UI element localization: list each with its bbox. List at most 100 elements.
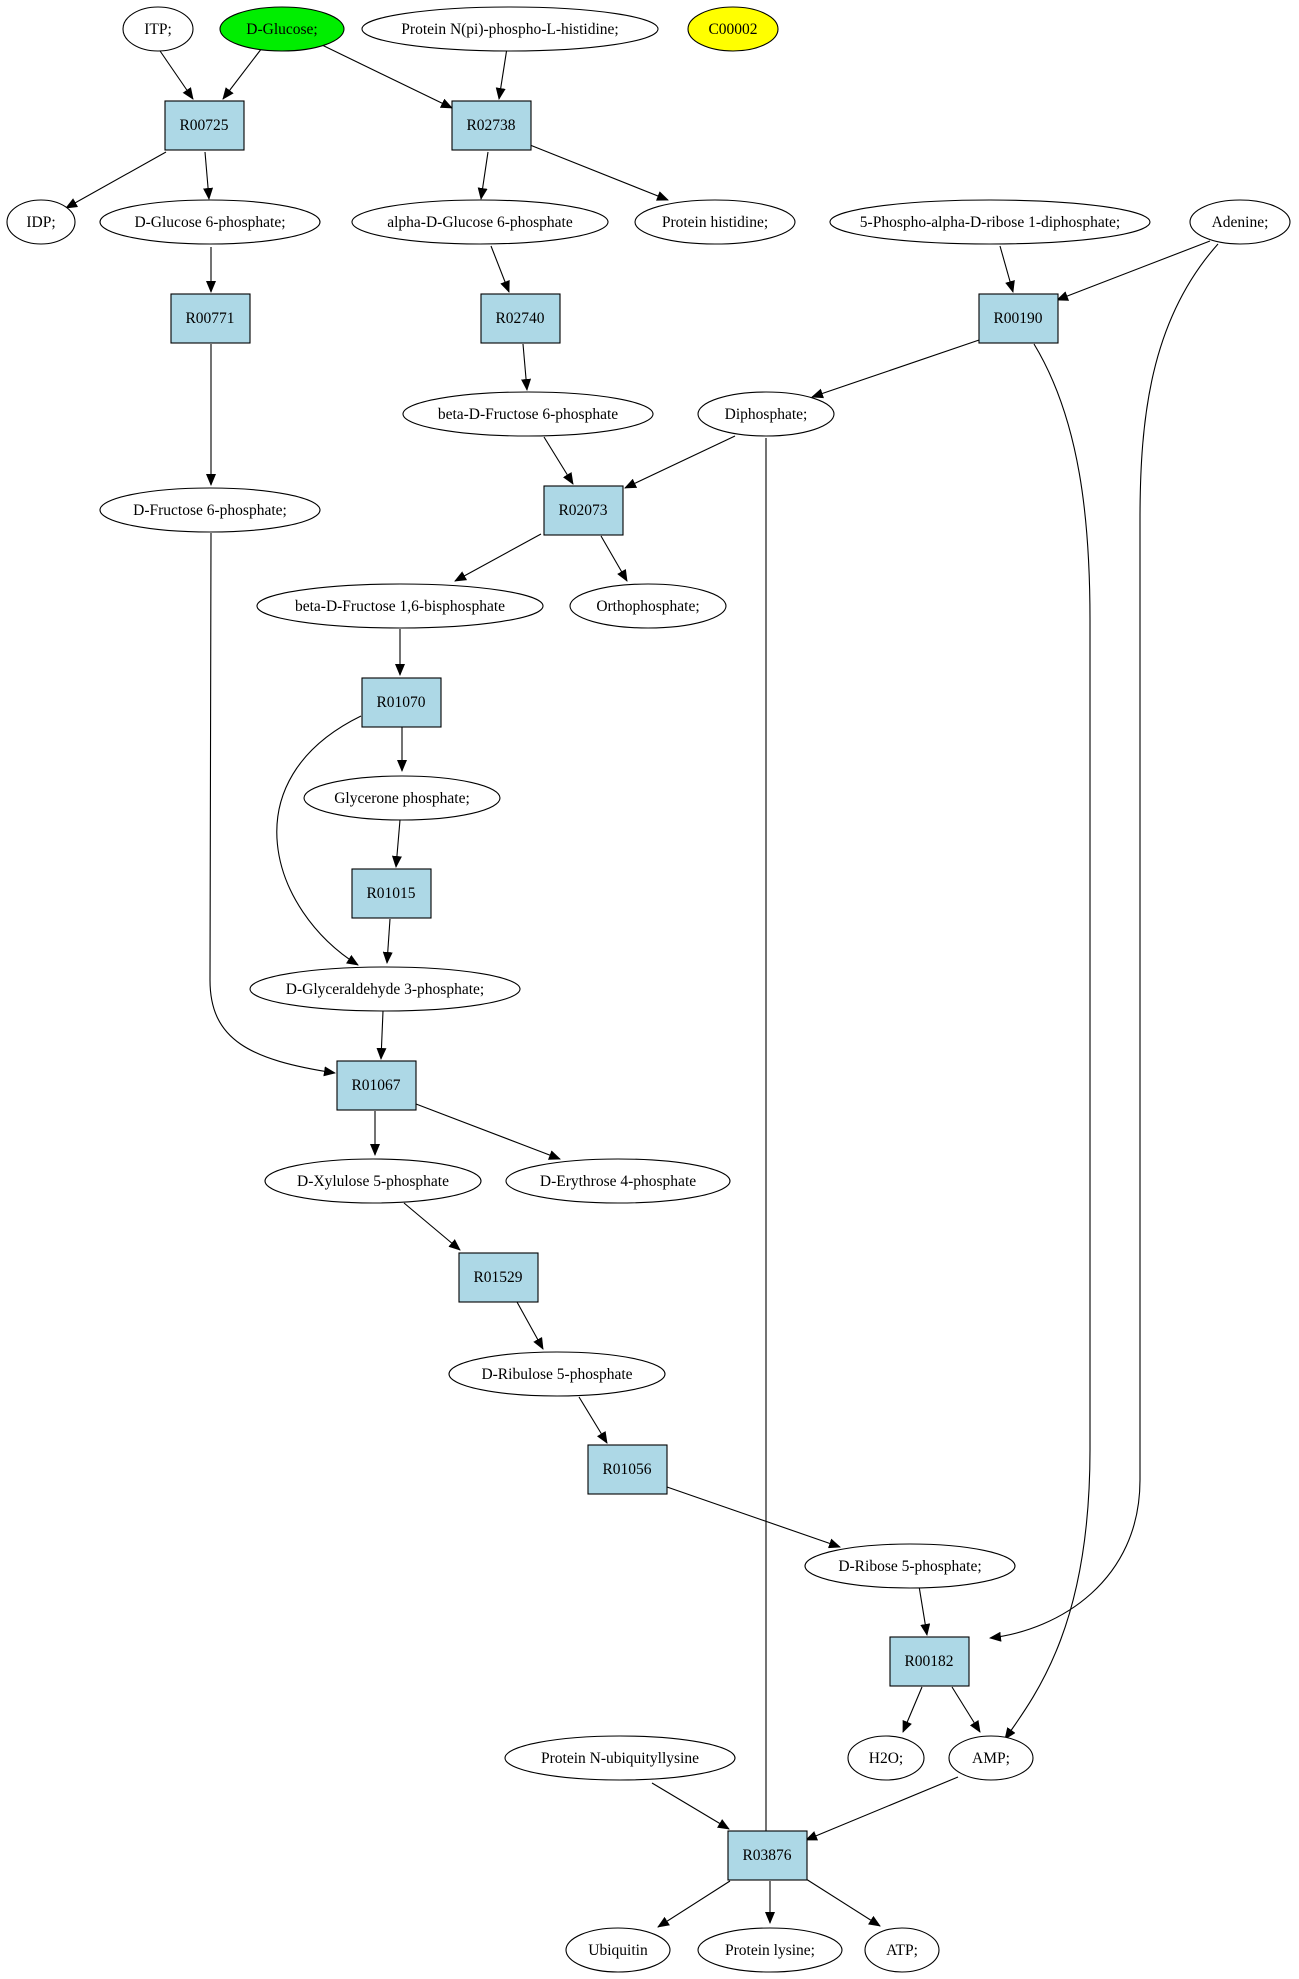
reaction-r01056[interactable]: R01056 xyxy=(587,1444,668,1495)
edge-r00725-idp xyxy=(65,151,167,209)
compound-d-xylulose-5p[interactable]: D-Xylulose 5-phosphate xyxy=(264,1158,482,1204)
compound-protein-nphos[interactable]: Protein N(pi)-phospho-L-histidine; xyxy=(361,6,659,52)
edge-protein-n-ubiq-r03876 xyxy=(651,1782,730,1830)
reaction-r00771[interactable]: R00771 xyxy=(170,293,251,344)
reaction-nodes: R00725 R02738 R00771 R02740 R00190 R0207… xyxy=(164,100,1059,1881)
compound-ubiquitin[interactable]: Ubiquitin xyxy=(565,1927,671,1973)
edge-r00182-h2o xyxy=(902,1686,923,1733)
edge-r02073-orthophosphate xyxy=(600,535,628,582)
compound-protein-histidine[interactable]: Protein histidine; xyxy=(634,199,796,245)
compound-diphosphate[interactable]: Diphosphate; xyxy=(697,391,835,437)
edge-r01529-d-ribulose-5p xyxy=(516,1301,544,1350)
compound-label: D-Glucose; xyxy=(246,21,317,38)
compound-label: Protein lysine; xyxy=(725,1942,815,1959)
edge-r02740-beta-fructose-6p xyxy=(521,343,532,391)
reaction-label: R01067 xyxy=(351,1077,400,1094)
reaction-r00725[interactable]: R00725 xyxy=(164,100,245,151)
edge-r02738-protein-histidine xyxy=(529,144,669,201)
compound-label: IDP; xyxy=(26,214,55,231)
compound-ellipse xyxy=(219,6,345,52)
compound-adenine[interactable]: Adenine; xyxy=(1189,199,1291,245)
reaction-r00190[interactable]: R00190 xyxy=(978,293,1059,344)
compound-beta-d-fructose-16bp[interactable]: beta-D-Fructose 1,6-bisphosphate xyxy=(256,583,544,629)
edge-prpp-r00190 xyxy=(999,245,1015,293)
reaction-label: R01529 xyxy=(473,1269,522,1286)
edge-d-glucose-r02738 xyxy=(321,44,453,109)
edges xyxy=(65,44,1219,1928)
edge-d-xylulose-5p-r01529 xyxy=(403,1202,461,1251)
edge-r03876-ubiquitin xyxy=(657,1880,731,1928)
compound-idp[interactable]: IDP; xyxy=(6,199,76,245)
edge-r00182-amp xyxy=(951,1686,981,1733)
edge-r01056-d-ribose-5p xyxy=(666,1486,841,1549)
reaction-label: R02738 xyxy=(466,117,515,134)
edge-r01067-d-erythrose-4p xyxy=(415,1103,561,1160)
compound-d-glyceraldehyde-3p[interactable]: D-Glyceraldehyde 3-phosphate; xyxy=(249,966,521,1012)
compound-protein-lysine[interactable]: Protein lysine; xyxy=(697,1927,843,1973)
compound-d-erythrose-4p[interactable]: D-Erythrose 4-phosphate xyxy=(505,1158,731,1204)
reaction-label: R00771 xyxy=(185,310,234,327)
compound-d-ribose-5p[interactable]: D-Ribose 5-phosphate; xyxy=(804,1543,1016,1589)
edge-d-ribose-5p-r00182 xyxy=(918,1585,931,1636)
compound-amp[interactable]: AMP; xyxy=(948,1735,1034,1781)
compound-label: D-Glucose 6-phosphate; xyxy=(134,214,285,231)
compound-label: Diphosphate; xyxy=(725,406,808,423)
edge-diphosphate-r02073 xyxy=(624,435,736,489)
compound-label: AMP; xyxy=(972,1750,1010,1767)
reaction-r00182[interactable]: R00182 xyxy=(889,1636,970,1687)
edge-alpha-glucose-6p-r02740 xyxy=(490,245,510,293)
compound-atp[interactable]: ATP; xyxy=(864,1927,940,1973)
compound-beta-d-fructose-6p[interactable]: beta-D-Fructose 6-phosphate xyxy=(402,391,654,437)
reaction-label: R03876 xyxy=(742,1847,791,1864)
reaction-r01067[interactable]: R01067 xyxy=(336,1060,417,1111)
compound-label: C00002 xyxy=(708,21,757,38)
compound-c00002[interactable]: C00002 xyxy=(687,6,779,52)
compound-prpp[interactable]: 5-Phospho-alpha-D-ribose 1-diphosphate; xyxy=(829,199,1151,245)
compound-label: Protein histidine; xyxy=(662,214,768,231)
compound-label: Protein N(pi)-phospho-L-histidine; xyxy=(401,21,618,38)
compound-itp[interactable]: ITP; xyxy=(122,6,194,52)
compound-label: D-Erythrose 4-phosphate xyxy=(540,1173,696,1190)
reaction-r01015[interactable]: R01015 xyxy=(351,868,432,919)
compound-label: D-Ribulose 5-phosphate xyxy=(481,1366,632,1383)
compound-label: Protein N-ubiquityllysine xyxy=(541,1750,699,1767)
compound-label: H2O; xyxy=(869,1750,903,1767)
compound-nodes: ITP; D-Glucose; Protein N(pi)-phospho-L-… xyxy=(6,6,1291,1973)
edge-r02738-alpha-glucose-6p xyxy=(477,151,489,200)
edge-adenine-r00182 xyxy=(989,243,1219,1642)
compound-d-glucose-6p[interactable]: D-Glucose 6-phosphate; xyxy=(99,199,321,245)
edge-d-ribulose-5p-r01056 xyxy=(578,1396,608,1444)
edge-r02073-beta-fructose-16bp xyxy=(454,533,542,582)
reaction-r01529[interactable]: R01529 xyxy=(458,1252,539,1303)
edge-beta-fructose-6p-r02073 xyxy=(543,436,574,485)
compound-glycerone-p[interactable]: Glycerone phosphate; xyxy=(303,775,501,821)
reaction-label: R00725 xyxy=(179,117,228,134)
reaction-r01070[interactable]: R01070 xyxy=(361,677,442,728)
edge-r00190-diphosphate xyxy=(811,337,986,399)
reaction-label: R01070 xyxy=(376,694,425,711)
compound-h2o[interactable]: H2O; xyxy=(847,1735,925,1781)
edge-protein-nphos-r02738 xyxy=(495,47,508,100)
compound-label: alpha-D-Glucose 6-phosphate xyxy=(387,214,573,231)
compound-label: D-Glyceraldehyde 3-phosphate; xyxy=(286,981,484,998)
compound-d-glucose[interactable]: D-Glucose; xyxy=(219,6,345,52)
compound-alpha-d-glucose-6p[interactable]: alpha-D-Glucose 6-phosphate xyxy=(351,199,609,245)
compound-protein-n-ubiq[interactable]: Protein N-ubiquityllysine xyxy=(504,1735,736,1781)
reaction-r02738[interactable]: R02738 xyxy=(451,100,532,151)
compound-label: D-Xylulose 5-phosphate xyxy=(297,1173,449,1190)
edge-r01015-d-glyceraldehyde-3p xyxy=(382,918,393,964)
reaction-r02073[interactable]: R02073 xyxy=(543,485,624,536)
compound-label: D-Fructose 6-phosphate; xyxy=(133,502,287,519)
compound-label: ITP; xyxy=(144,21,172,38)
edge-glycerone-p-r01015 xyxy=(391,819,402,868)
reaction-r03876[interactable]: R03876 xyxy=(727,1830,808,1881)
reaction-label: R02073 xyxy=(558,502,607,519)
compound-d-fructose-6p[interactable]: D-Fructose 6-phosphate; xyxy=(99,487,321,533)
edge-amp-r03876 xyxy=(805,1776,959,1841)
compound-orthophosphate[interactable]: Orthophosphate; xyxy=(569,583,727,629)
compound-d-ribulose-5p[interactable]: D-Ribulose 5-phosphate xyxy=(448,1351,666,1397)
reaction-r02740[interactable]: R02740 xyxy=(480,293,561,344)
reaction-label: R01056 xyxy=(602,1461,651,1478)
compound-label: 5-Phospho-alpha-D-ribose 1-diphosphate; xyxy=(860,214,1120,231)
